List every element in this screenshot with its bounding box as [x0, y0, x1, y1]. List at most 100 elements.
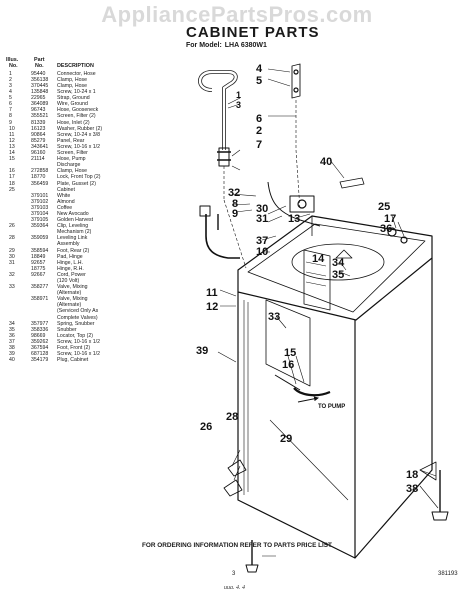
- part-description: Snubber: [57, 326, 77, 333]
- table-row: (Serviced Only As: [6, 308, 184, 314]
- table-row: 379105 Golden Harvest: [6, 217, 184, 223]
- handwritten-signature: uua. 4. 4: [224, 585, 245, 591]
- callout-12: 12: [206, 301, 218, 313]
- part-number: 21114: [31, 156, 45, 163]
- table-row: (Alternate): [6, 302, 184, 308]
- illus-number: 12: [9, 137, 15, 144]
- part-description: Wire, Ground: [57, 101, 88, 108]
- illus-number: 9: [9, 119, 12, 126]
- part-number: 370445: [31, 83, 49, 89]
- callout-38: 38: [406, 483, 418, 495]
- part-description: Complete Valves): [57, 314, 98, 321]
- part-description: White: [57, 192, 71, 199]
- table-row: (120 Volt): [6, 278, 184, 284]
- part-number: 364089: [31, 101, 49, 108]
- illus-number: 33: [9, 284, 15, 291]
- illus-number: 2: [9, 76, 12, 83]
- part-number: 358594: [31, 247, 49, 254]
- callout-31: 31: [256, 213, 268, 225]
- illus-number: 30: [9, 253, 15, 260]
- part-description: (Serviced Only As: [57, 308, 99, 315]
- part-description: Golden Harvest: [57, 217, 94, 224]
- part-description: Hose, Inlet (2): [57, 119, 90, 126]
- illus-number: 1: [9, 70, 12, 77]
- part-description: Screw, 10-16 x 1/2: [57, 143, 100, 150]
- part-number: 379104: [31, 210, 49, 217]
- table-row: Assembly: [6, 241, 184, 247]
- callout-15: 15: [284, 347, 296, 359]
- part-description: Clamp, Hose: [57, 76, 87, 83]
- part-number: 22965: [31, 95, 46, 102]
- callout-3: 3: [236, 100, 241, 110]
- part-number: 359262: [31, 338, 49, 345]
- callout-1: 1: [236, 90, 241, 100]
- to-pump-label: TO PUMP: [318, 404, 345, 410]
- part-description: Strap, Ground: [57, 95, 90, 102]
- callout-16: 16: [282, 359, 294, 371]
- part-number: 18849: [31, 253, 46, 260]
- part-number: 359059: [31, 235, 49, 242]
- part-number: 18770: [31, 174, 46, 181]
- part-number: 379105: [31, 217, 49, 224]
- illus-number: 38: [9, 345, 15, 352]
- header-part: Part No.: [31, 57, 57, 70]
- callout-5: 5: [256, 75, 262, 87]
- part-number: 98669: [31, 332, 46, 339]
- callout-35: 35: [332, 269, 344, 281]
- callout-9: 9: [232, 208, 238, 220]
- part-number: 379103: [31, 204, 49, 211]
- part-number: 358277: [31, 284, 49, 291]
- illus-number: 4: [9, 89, 12, 96]
- table-row: Discharge: [6, 162, 184, 168]
- part-description: Plate, Gusset (2): [57, 180, 96, 187]
- table-row: Complete Valves): [6, 315, 184, 321]
- part-number: 95440: [31, 70, 46, 77]
- part-number: 359364: [31, 223, 49, 230]
- watermark: AppliancePartsPros.com: [101, 2, 373, 27]
- illus-number: 40: [9, 357, 15, 364]
- callout-39: 39: [196, 345, 208, 357]
- part-number: 92667: [31, 271, 46, 278]
- part-number: 343641: [31, 143, 49, 150]
- callout-14: 14: [312, 253, 325, 265]
- header-illus-line1: Illus.: [6, 57, 19, 63]
- callout-8: 8: [232, 198, 238, 210]
- part-description: Valve, Mixing: [57, 284, 88, 291]
- part-description: Almond: [57, 198, 75, 205]
- callout-28: 28: [226, 411, 238, 423]
- callout-32: 32: [228, 187, 240, 199]
- ordering-footer: FOR ORDERING INFORMATION REFER TO PARTS …: [142, 542, 332, 549]
- callout-34: 34: [332, 257, 345, 269]
- part-number: 96160: [31, 150, 46, 157]
- illus-number: 39: [9, 351, 15, 358]
- part-description: Leveling Link: [57, 235, 88, 242]
- callout-33: 33: [268, 311, 280, 323]
- part-number: 358336: [31, 326, 49, 333]
- illus-number: 3: [9, 83, 12, 89]
- model-prefix: For Model:: [186, 42, 222, 49]
- part-description: Screw, 10-24 x 3/8: [57, 131, 100, 138]
- part-description: Screw, 10-16 x 1/2: [57, 338, 100, 345]
- callout-4: 4: [256, 63, 263, 75]
- callout-18: 18: [406, 469, 418, 481]
